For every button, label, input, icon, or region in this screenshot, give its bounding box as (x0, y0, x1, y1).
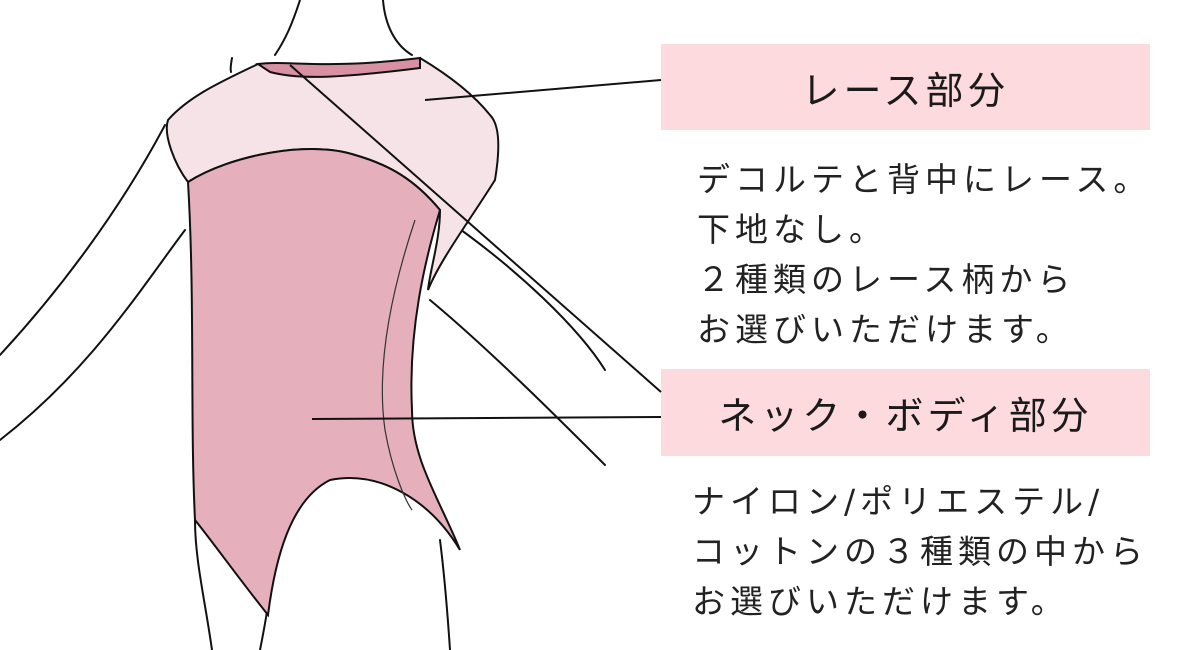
lace-section-description: デコルテと背中にレース。 下地なし。 ２種類のレース柄から お選びいただけます。 (697, 155, 1151, 355)
side-seam (381, 219, 416, 511)
lace-desc-line: ２種類のレース柄から (697, 260, 1076, 299)
body-section-description: ナイロン/ポリエステル/ コットンの３種類の中から お選びいただけます。 (692, 477, 1148, 627)
body-desc-line: ナイロン/ポリエステル/ (692, 482, 1105, 521)
lace-desc-line: 下地なし。 (697, 210, 887, 249)
lace-section (165, 56, 500, 291)
lace-leader-line (424, 79, 662, 101)
body-label-bg (661, 369, 1150, 456)
lace-desc-line: お選びいただけます。 (697, 310, 1074, 349)
lace-label-bg (661, 44, 1150, 130)
body-desc-line: コットンの３種類の中から (692, 532, 1148, 571)
body-section-title: ネック・ボディ部分 (718, 394, 1093, 438)
lace-desc-line: デコルテと背中にレース。 (697, 160, 1152, 199)
lace-section-label: レース部分 (661, 44, 1150, 130)
neck-leader-line (289, 64, 662, 393)
body-section (186, 148, 461, 618)
figure-outline (0, 0, 606, 650)
lace-section-title: レース部分 (801, 68, 1010, 113)
body-desc-line: お選びいただけます。 (692, 582, 1069, 621)
body-leader-line (311, 416, 662, 420)
body-section-label: ネック・ボディ部分 (661, 369, 1150, 456)
